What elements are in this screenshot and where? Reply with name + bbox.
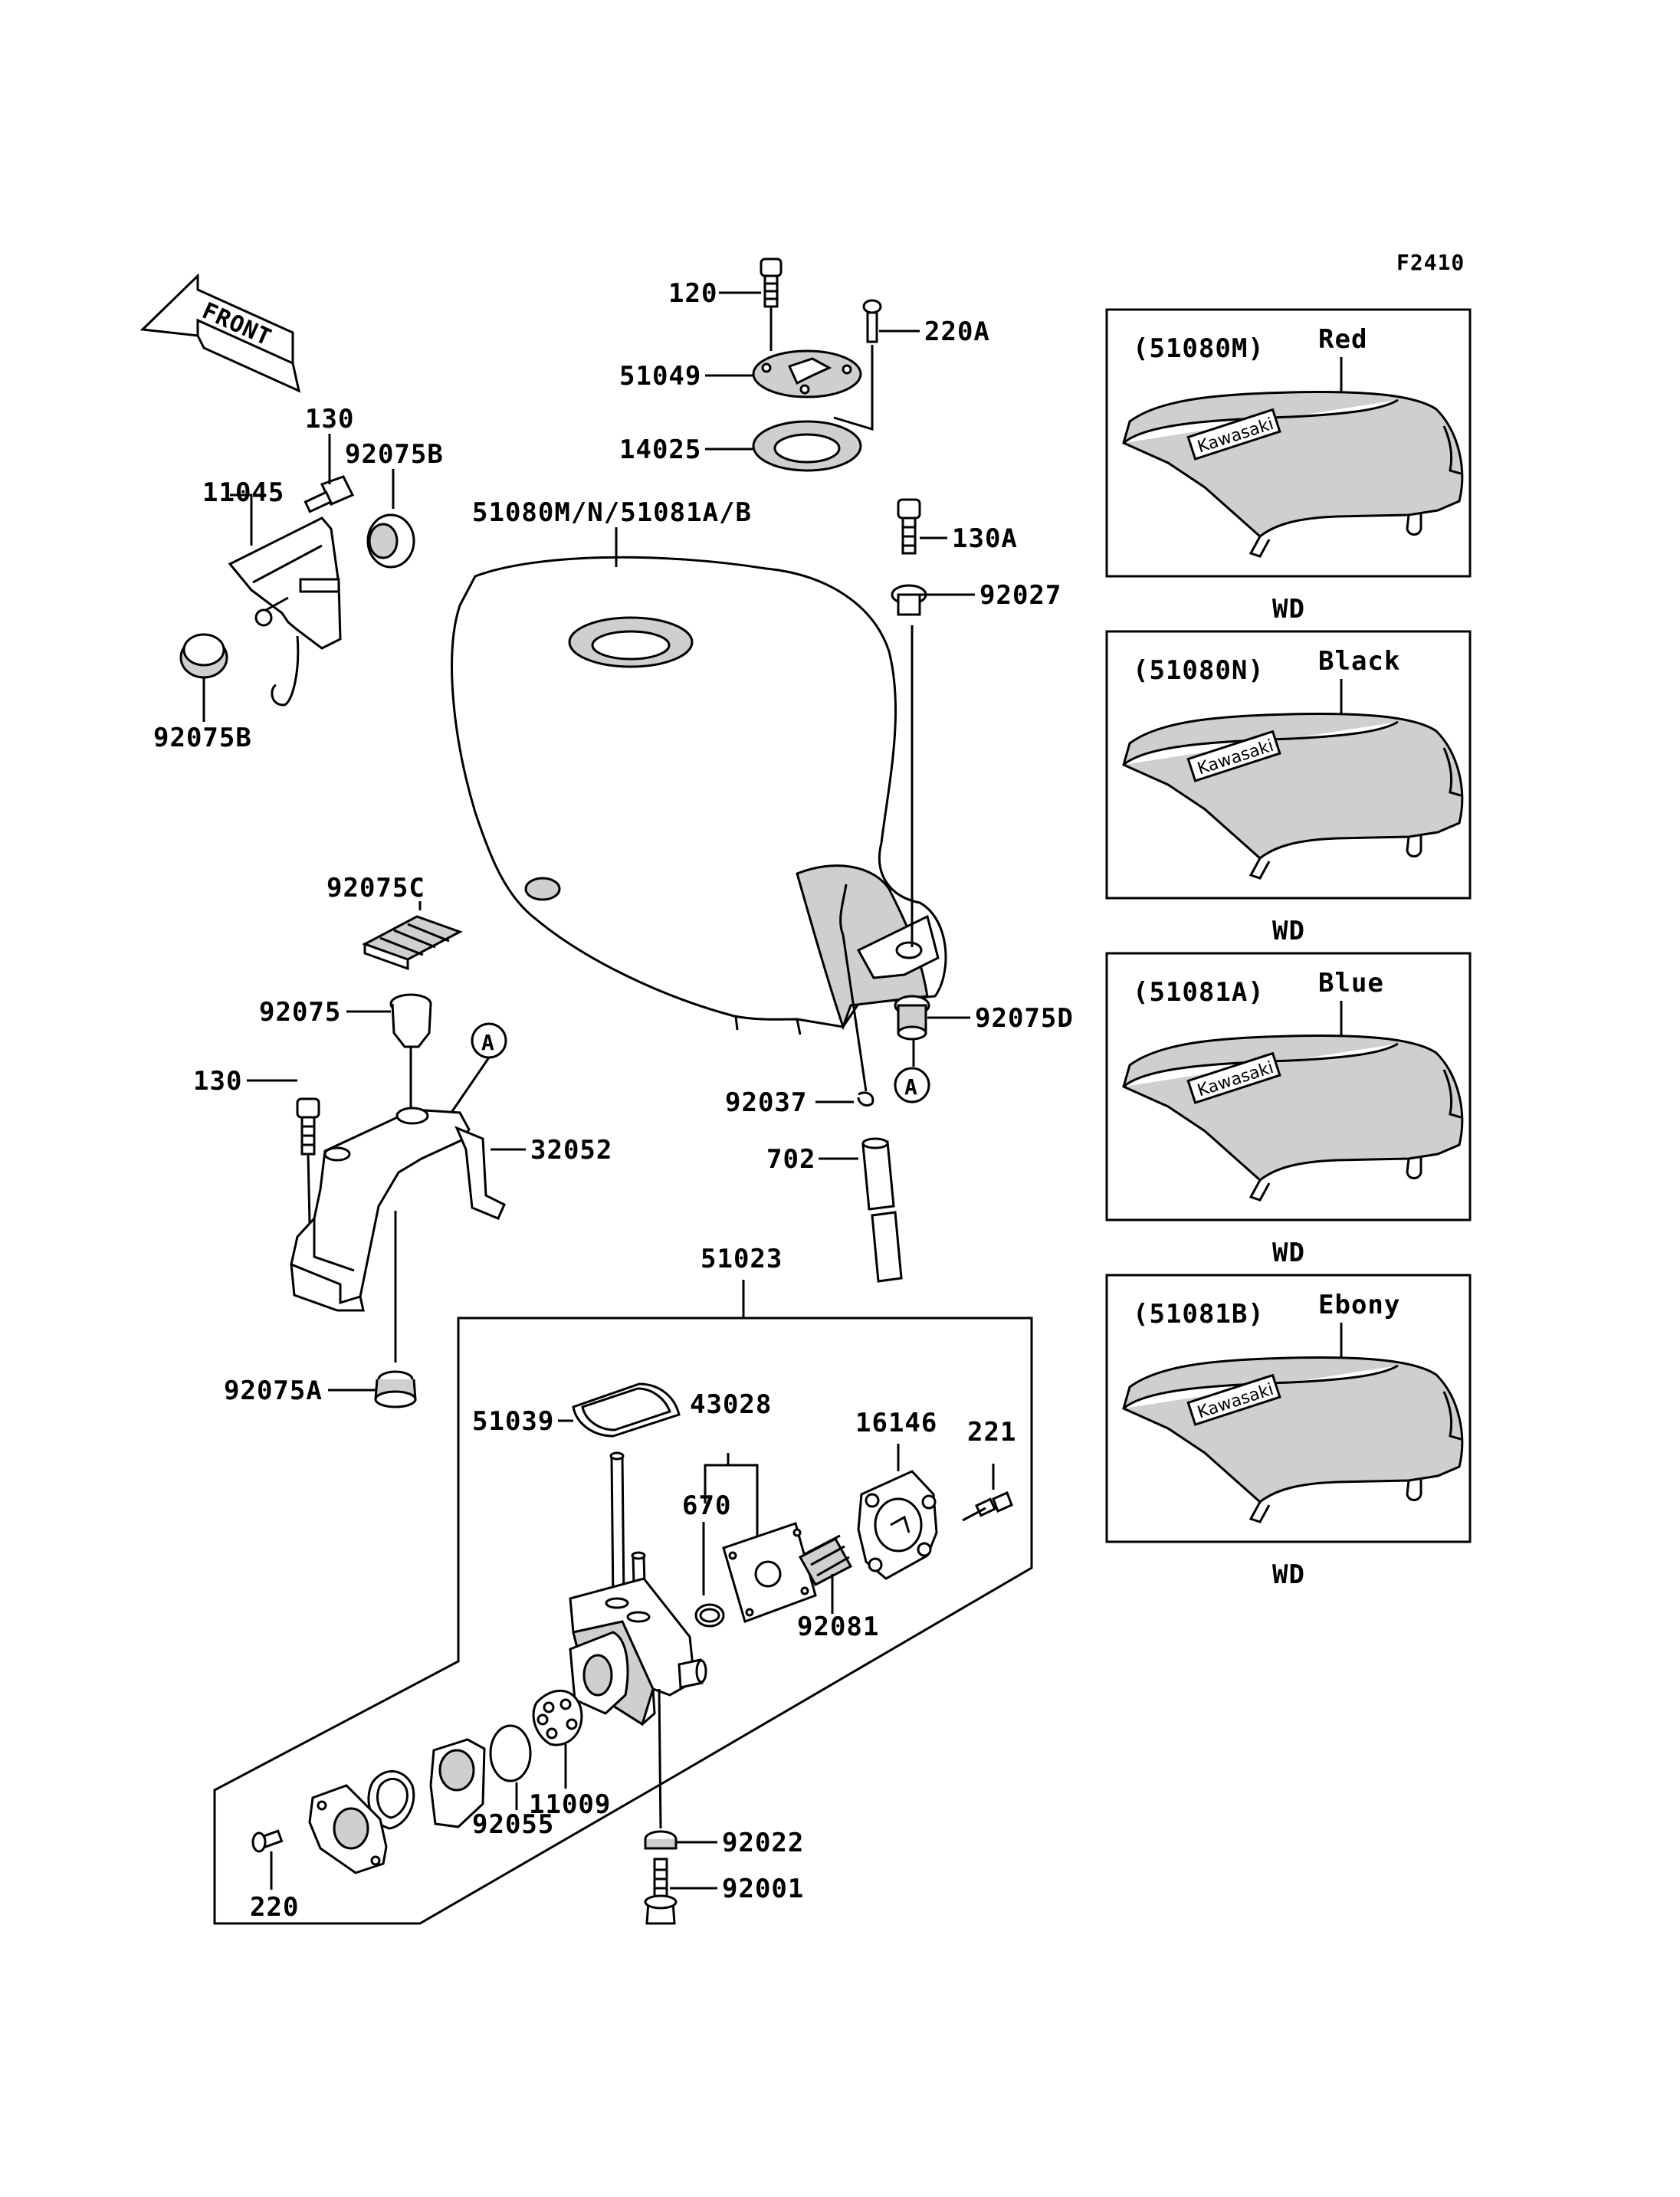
label-92075B-bottom: 92075B: [153, 723, 252, 753]
label-92075A: 92075A: [224, 1376, 323, 1406]
label-92027: 92027: [979, 580, 1061, 611]
washer-92022: [644, 1830, 678, 1850]
cover-16146: [857, 1470, 938, 1580]
label-130-top: 130: [305, 404, 354, 434]
label-11009: 11009: [529, 1789, 611, 1820]
label-92022: 92022: [722, 1828, 804, 1858]
variant-color: Black: [1318, 646, 1400, 677]
label-220A: 220A: [924, 316, 990, 347]
spring-92081: [798, 1534, 853, 1587]
gasket-14025: [752, 420, 862, 472]
variant-code: (51080M): [1133, 333, 1265, 364]
variant-code: (51080N): [1133, 655, 1265, 686]
variant-color: Red: [1318, 324, 1367, 355]
screw-221: [962, 1490, 1013, 1522]
label-92075: 92075: [259, 997, 341, 1028]
grommet-92075: [389, 993, 432, 1048]
tank-side-cover: [1122, 1356, 1464, 1523]
screw-220A: [862, 299, 882, 343]
label-16146: 16146: [855, 1408, 937, 1438]
variant-footer: WD: [1272, 1238, 1305, 1268]
label-14025: 14025: [619, 434, 701, 465]
color-variant-panels: (51080M)RedKawasakiWD(51080N)BlackKawasa…: [1105, 308, 1472, 1590]
label-51080-family: 51080M/N/51081A/B: [472, 497, 752, 528]
label-51023: 51023: [701, 1244, 783, 1274]
label-221: 221: [967, 1417, 1016, 1448]
variant-footer: WD: [1272, 594, 1305, 625]
tank-side-cover: [1122, 713, 1464, 880]
bolt-120: [760, 257, 783, 308]
label-220: 220: [250, 1892, 299, 1923]
callout-a-left: A: [481, 1030, 495, 1055]
figure-code: F2410: [1396, 250, 1465, 275]
label-130A: 130A: [952, 523, 1018, 554]
lever-plate: [308, 1784, 388, 1874]
collar-92027: [891, 584, 927, 616]
lever-cup: [429, 1738, 486, 1828]
o-ring-670: [694, 1603, 725, 1628]
label-92055: 92055: [472, 1809, 554, 1840]
label-92081: 92081: [797, 1612, 879, 1642]
grommet-92075D: [894, 995, 930, 1041]
tank-side-cover: [1122, 391, 1464, 558]
bolt-130A: [897, 498, 921, 555]
tank-side-cover: [1122, 1035, 1464, 1202]
label-130-mid: 130: [193, 1066, 242, 1097]
variant-color: Ebony: [1318, 1290, 1400, 1320]
label-32052: 32052: [530, 1135, 612, 1166]
rubber-damper-92075B-top: [366, 513, 415, 569]
screw-220: [251, 1829, 284, 1853]
grommet-92075A: [374, 1370, 417, 1408]
o-ring-92055: [489, 1724, 532, 1782]
cap-plate-51049: [752, 349, 862, 398]
clip-92037: [857, 1091, 874, 1107]
fuel-tank-51080: [451, 556, 947, 1035]
label-92075B-top: 92075B: [345, 439, 444, 470]
rubber-pad-92075C: [362, 915, 463, 971]
variant-footer: WD: [1272, 1559, 1305, 1590]
rubber-damper-92075B-bottom: [179, 633, 228, 679]
label-92037: 92037: [725, 1087, 807, 1118]
bracket-32052: [290, 1107, 506, 1312]
variant-color: Blue: [1318, 968, 1384, 998]
label-51049: 51049: [619, 361, 701, 392]
label-51039: 51039: [472, 1406, 554, 1437]
variant-footer: WD: [1272, 916, 1305, 946]
label-43028: 43028: [690, 1389, 772, 1420]
label-670: 670: [682, 1490, 731, 1521]
label-92075C: 92075C: [326, 873, 425, 903]
diaphragm-11009: [532, 1631, 629, 1746]
bolt-130-mid: [296, 1097, 320, 1156]
bolt-92001: [644, 1858, 678, 1925]
label-120: 120: [668, 278, 717, 309]
bracket-11045: [228, 516, 342, 707]
variant-code: (51081B): [1133, 1299, 1265, 1330]
label-702: 702: [766, 1144, 815, 1175]
front-arrow-label: FRONT: [198, 297, 275, 352]
valve-plate-43028: [722, 1522, 817, 1623]
label-11045: 11045: [202, 477, 284, 508]
gasket-51039: [572, 1382, 681, 1438]
front-direction-arrow: FRONT: [139, 273, 301, 393]
label-92001: 92001: [722, 1874, 804, 1904]
fuel-hose-702: [861, 1137, 903, 1283]
variant-code: (51081A): [1133, 977, 1265, 1008]
callout-a-right: A: [904, 1074, 918, 1100]
label-92075D: 92075D: [975, 1003, 1074, 1034]
